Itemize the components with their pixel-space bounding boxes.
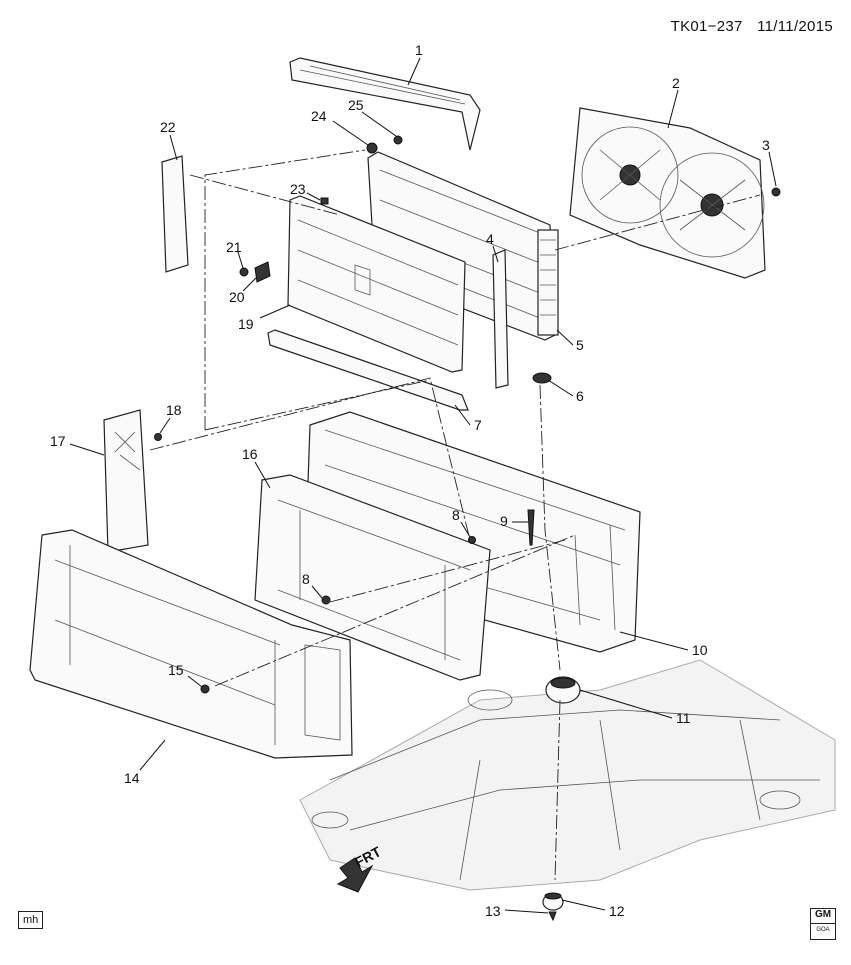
callout-17: 17 bbox=[50, 433, 66, 449]
callout-3: 3 bbox=[762, 137, 770, 153]
part-3-nut bbox=[771, 187, 781, 197]
author-initials: mh bbox=[18, 911, 44, 929]
diagram-header: TK01−237 11/11/2015 bbox=[661, 18, 833, 35]
gm-logo-sub: GOA bbox=[811, 923, 835, 936]
part-9-long-bolt bbox=[527, 509, 535, 546]
part-20-bracket bbox=[254, 261, 271, 283]
part-8-bolt-a bbox=[468, 536, 476, 544]
diagram-id: TK01−237 bbox=[670, 18, 743, 35]
callout-24: 24 bbox=[311, 108, 327, 124]
diagram-date: 11/11/2015 bbox=[757, 18, 833, 35]
part-18-nut bbox=[154, 433, 162, 441]
part-7-lower-air-seal bbox=[267, 329, 469, 411]
assembly-lines bbox=[149, 149, 761, 881]
part-17-splash-shield bbox=[103, 409, 149, 553]
gm-logo: GM GOA bbox=[810, 908, 836, 940]
part-15-bolt bbox=[200, 684, 210, 694]
callout-16: 16 bbox=[242, 446, 258, 462]
callout-10: 10 bbox=[692, 642, 708, 658]
callout-2: 2 bbox=[672, 75, 680, 91]
callouts: 1 2 3 4 5 6 7 8 8 9 10 11 12 13 14 15 16… bbox=[50, 42, 770, 919]
callout-12: 12 bbox=[609, 903, 625, 919]
callout-13: 13 bbox=[485, 903, 501, 919]
callout-8b: 8 bbox=[302, 571, 310, 587]
callout-20: 20 bbox=[229, 289, 245, 305]
part-8-bolt-b bbox=[321, 595, 331, 605]
part-25-bolt bbox=[393, 135, 403, 145]
callout-7: 7 bbox=[474, 417, 482, 433]
part-11-lower-insulator bbox=[545, 676, 581, 704]
part-2-fan-shroud bbox=[569, 107, 766, 279]
callout-15: 15 bbox=[168, 662, 184, 678]
part-24-insulator bbox=[366, 142, 378, 154]
part-1-upper-air-baffle bbox=[289, 57, 481, 151]
gm-logo-text: GM bbox=[814, 909, 832, 920]
leader-lines bbox=[69, 57, 777, 914]
callout-18: 18 bbox=[166, 402, 182, 418]
part-19-condenser bbox=[287, 195, 466, 373]
callout-9: 9 bbox=[500, 513, 508, 529]
callout-11: 11 bbox=[676, 710, 691, 726]
part-22-left-air-seal bbox=[161, 155, 189, 273]
callout-19: 19 bbox=[238, 316, 254, 332]
callout-1: 1 bbox=[415, 42, 423, 58]
part-6-upper-insulator bbox=[532, 372, 552, 384]
vehicle-frame bbox=[299, 659, 836, 891]
part-14-radiator-support bbox=[29, 529, 353, 759]
callout-5: 5 bbox=[576, 337, 584, 353]
part-16-radiator-support-inner bbox=[254, 474, 491, 681]
part-23-clip bbox=[320, 197, 329, 205]
callout-4: 4 bbox=[486, 231, 494, 247]
part-21-bolt bbox=[239, 267, 249, 277]
callout-22: 22 bbox=[160, 119, 176, 135]
callout-6: 6 bbox=[576, 388, 584, 404]
part-12-lower-cushion bbox=[542, 892, 564, 911]
callout-25: 25 bbox=[348, 97, 364, 113]
front-arrow-icon bbox=[336, 857, 374, 893]
callout-8a: 8 bbox=[452, 507, 460, 523]
part-13-bolt bbox=[548, 911, 557, 922]
part-4-side-air-seal bbox=[492, 249, 509, 389]
callout-14: 14 bbox=[124, 770, 140, 786]
callout-23: 23 bbox=[290, 181, 306, 197]
callout-21: 21 bbox=[226, 239, 242, 255]
